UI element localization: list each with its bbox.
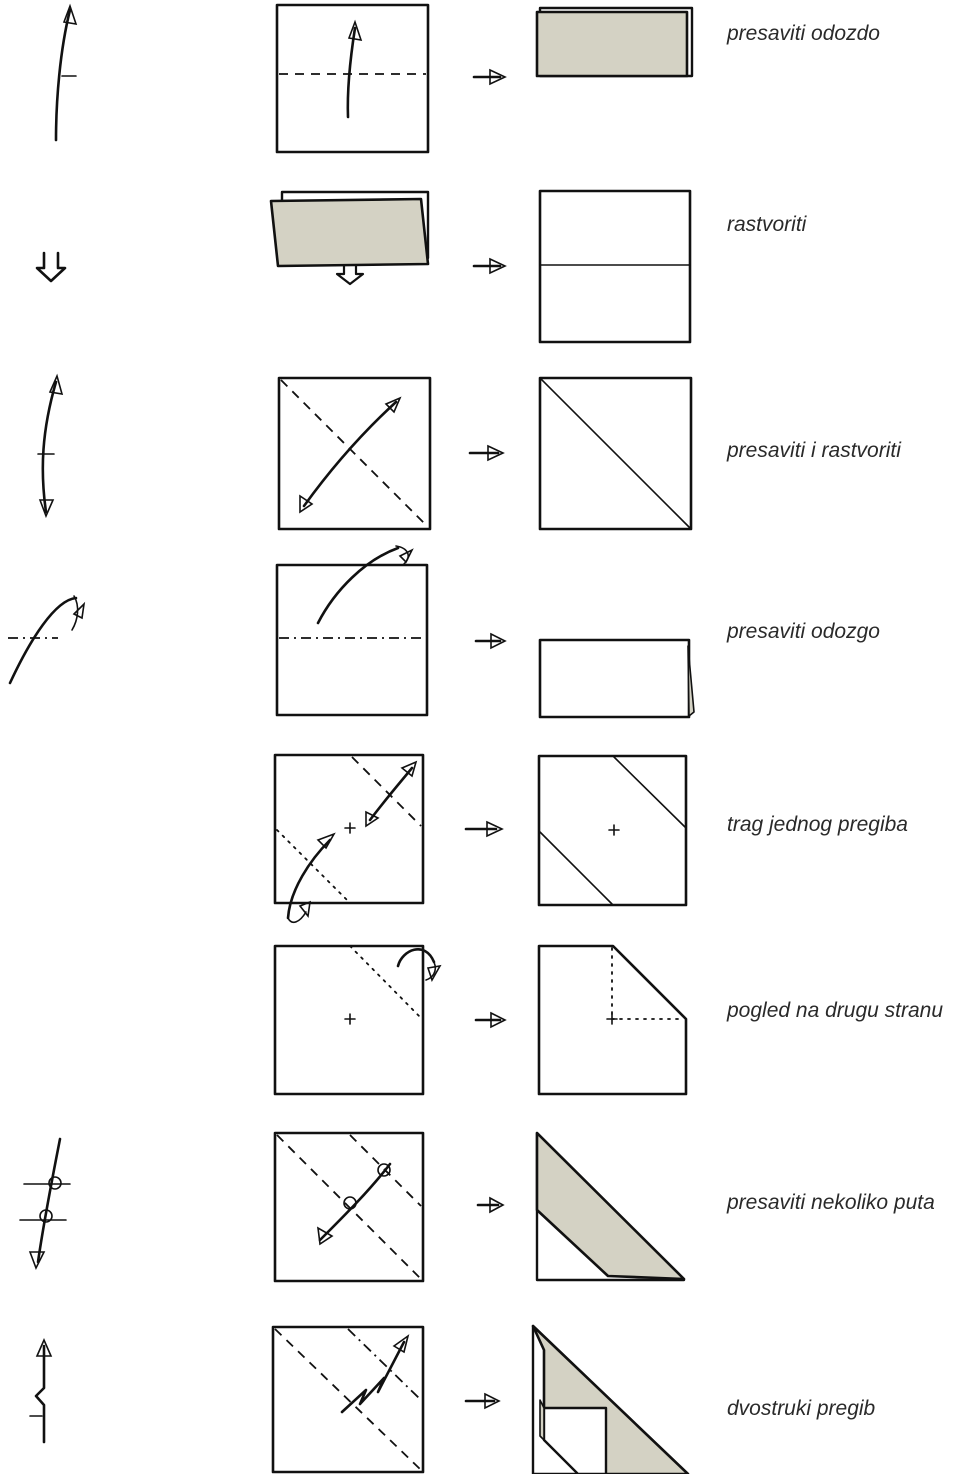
step-6-label: pogled na drugu stranu — [727, 999, 943, 1022]
step-5 — [273, 753, 688, 924]
step-3-next-arrow-icon — [468, 444, 505, 462]
step-7-before-diagram — [273, 1131, 425, 1283]
step-8 — [29, 1324, 690, 1476]
step-3-before-diagram — [277, 376, 432, 531]
valley-fold-arrow-icon — [54, 3, 78, 142]
step-7-next-arrow-icon — [476, 1196, 505, 1214]
step-1-after-diagram — [535, 6, 694, 78]
unfold-arrow-icon — [35, 251, 67, 283]
step-2-next-arrow-icon — [472, 257, 507, 275]
step-4-label: presaviti odozgo — [727, 620, 880, 643]
step-4-before-diagram — [275, 545, 429, 717]
step-3-after-diagram — [538, 376, 693, 531]
step-1 — [54, 3, 694, 154]
pleat-fold-arrow-icon — [29, 1338, 53, 1444]
step-4-next-arrow-icon — [474, 632, 507, 650]
fold-and-unfold-arrow-icon — [37, 373, 64, 519]
step-2-before-diagram — [269, 190, 430, 286]
mountain-fold-arrow-icon — [8, 595, 86, 685]
step-3-label: presaviti i rastvoriti — [727, 439, 901, 462]
step-1-label: presaviti odozdo — [727, 22, 880, 45]
step-7-after-diagram — [535, 1131, 686, 1282]
step-7 — [19, 1131, 686, 1283]
step-2-after-diagram — [538, 189, 692, 344]
step-1-next-arrow-icon — [472, 68, 507, 86]
step-4 — [8, 545, 695, 719]
turn-over-icon — [273, 944, 442, 1096]
step-5-label: trag jednog pregiba — [727, 813, 908, 836]
step-8-after-diagram — [531, 1324, 690, 1476]
step-8-next-arrow-icon — [464, 1392, 501, 1410]
step-5-before-diagram — [273, 753, 425, 924]
step-5-after-diagram — [537, 754, 688, 907]
step-1-before-diagram — [275, 3, 430, 154]
step-6-next-arrow-icon — [474, 1011, 507, 1029]
step-2-label: rastvoriti — [727, 213, 807, 236]
step-8-before-diagram — [271, 1325, 425, 1474]
step-6 — [273, 944, 688, 1096]
step-5-next-arrow-icon — [464, 820, 504, 838]
step-8-label: dvostruki pregib — [727, 1397, 876, 1420]
step-4-after-diagram — [538, 638, 695, 719]
step-7-label: presaviti nekoliko puta — [727, 1191, 935, 1214]
step-6-after-diagram — [537, 944, 688, 1096]
fold-repeatedly-arrow-icon — [19, 1137, 71, 1270]
step-2 — [35, 189, 692, 344]
step-3 — [37, 373, 693, 531]
